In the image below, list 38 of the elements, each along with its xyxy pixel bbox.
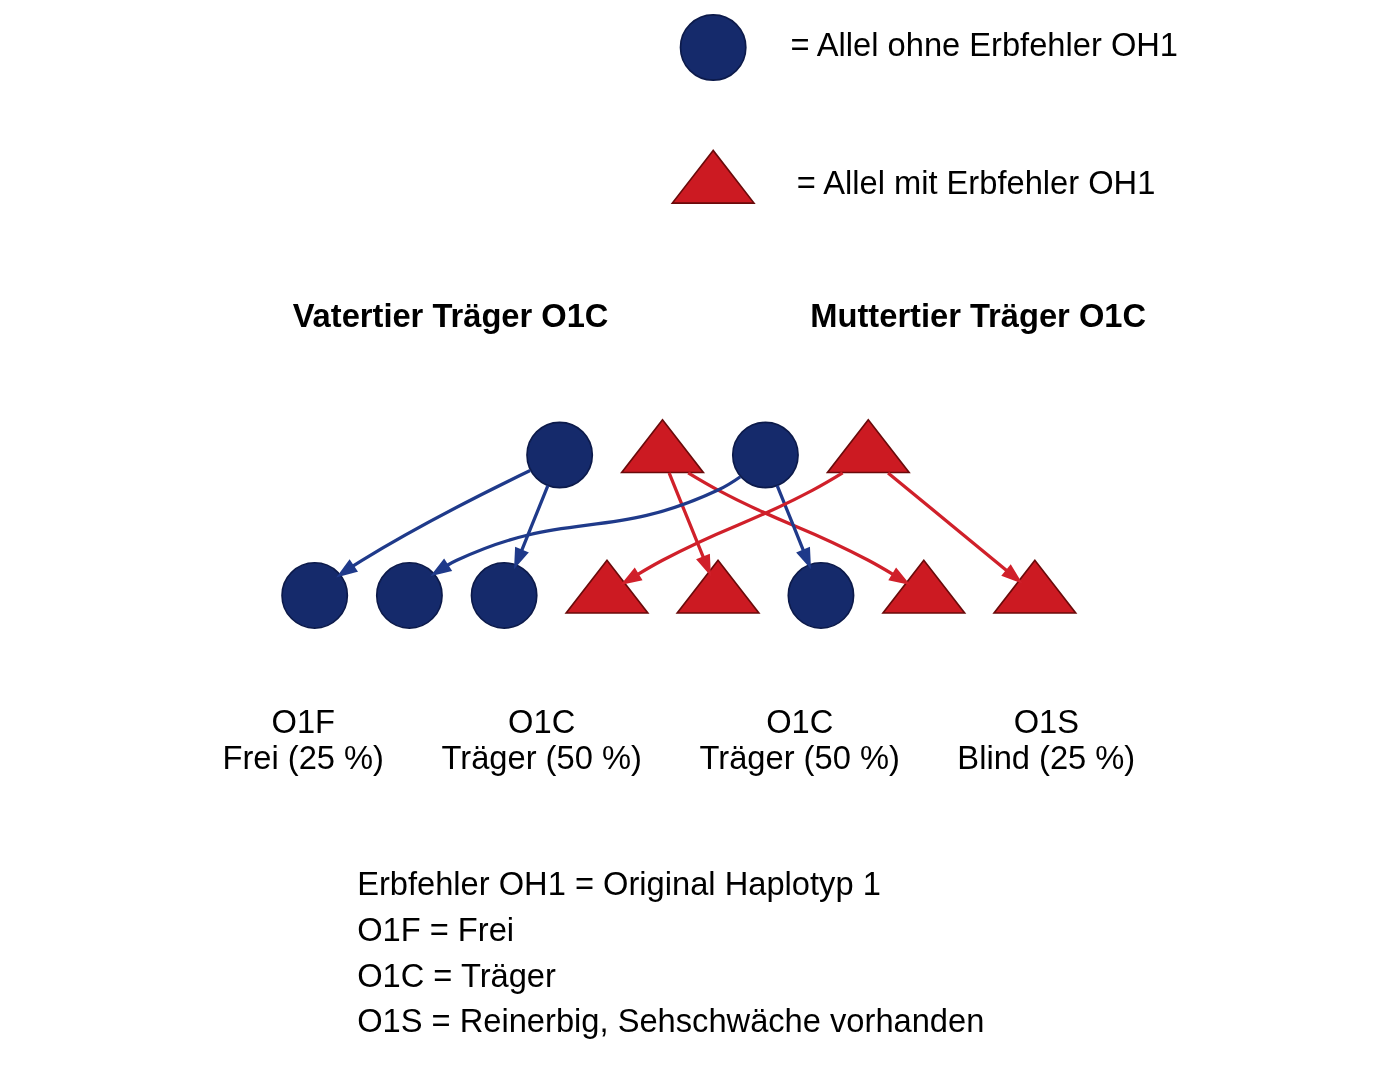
arrow: [667, 472, 711, 577]
label: O1F: [270, 703, 335, 741]
label: Blind (25 %): [956, 739, 1135, 777]
label: Träger (50 %): [441, 739, 642, 777]
node-triangle: [619, 418, 705, 474]
node-circle: [375, 561, 443, 629]
node-circle: [470, 561, 538, 629]
node-circle: [280, 561, 348, 629]
node-triangle: [670, 149, 756, 204]
node-triangle: [675, 558, 761, 614]
node-triangle: [991, 558, 1077, 614]
label: O1C = Träger: [356, 956, 556, 994]
arrow: [620, 471, 843, 586]
node-triangle: [880, 558, 966, 614]
node-circle: [525, 421, 593, 489]
arrow: [429, 475, 741, 577]
node-circle: [731, 421, 799, 489]
label: Vatertier Träger O1C: [292, 296, 608, 334]
label: Muttertier Träger O1C: [809, 296, 1146, 334]
label: Frei (25 %): [222, 739, 384, 777]
node-triangle: [564, 558, 649, 614]
label: O1S: [1013, 703, 1079, 741]
label: O1F = Frei: [356, 910, 514, 948]
arrow: [775, 485, 811, 570]
arrow: [886, 471, 1022, 584]
node-circle: [786, 561, 854, 629]
arrow: [335, 469, 531, 578]
legend-label: = Allel ohne Erbfehler OH1: [789, 25, 1178, 63]
label: Träger (50 %): [699, 739, 900, 777]
label: Erbfehler OH1 = Original Haplotyp 1: [356, 865, 881, 903]
legend-label: = Allel mit Erbfehler OH1: [796, 163, 1155, 201]
label: O1S = Reinerbig, Sehschwäche vorhanden: [356, 1002, 984, 1040]
label: O1C: [765, 703, 833, 741]
node-triangle: [825, 418, 911, 474]
node-circle: [679, 14, 747, 81]
label: O1C: [507, 703, 575, 741]
arrow: [686, 471, 910, 586]
arrow: [513, 485, 549, 570]
